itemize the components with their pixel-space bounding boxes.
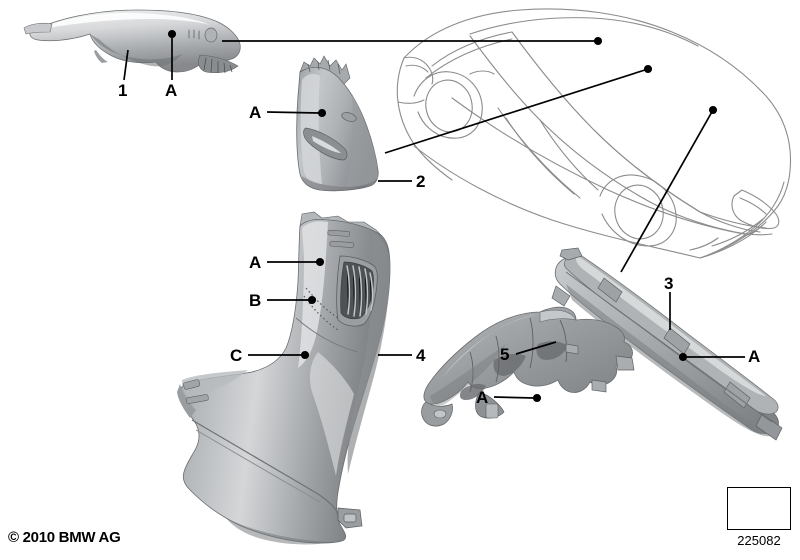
vehicle-outline-illustration (396, 8, 792, 259)
callout-label-a-part3: A (748, 347, 761, 366)
part-4-b-pillar-trim (177, 211, 391, 545)
callout-dot-a2 (317, 108, 327, 118)
callout-label-c-part4: C (230, 346, 243, 365)
vehicle-leader-lines (222, 36, 718, 273)
callout-label-a-part1: A (165, 81, 178, 100)
callout-dot-b4 (307, 295, 317, 305)
callout-label-a-part2: A (249, 103, 262, 122)
callout-label-4: 4 (416, 346, 426, 365)
leader-dot-part2 (643, 64, 653, 74)
callout-label-2: 2 (416, 172, 426, 191)
leader-dot-part1 (593, 36, 603, 46)
callout-dot-c4 (300, 350, 310, 360)
diagram-reference-number: 225082 (737, 533, 781, 548)
view-direction-box (727, 487, 791, 530)
callout-line-a2 (266, 111, 320, 114)
part-5-lower-pillar-support (421, 306, 635, 427)
callout-label-3: 3 (664, 274, 674, 293)
part-1-a-pillar-trim (23, 9, 241, 74)
callout-label-1: 1 (118, 81, 128, 100)
callout-label-5: 5 (500, 345, 510, 364)
leader-part2 (384, 68, 649, 154)
callout-label-b-part4: B (249, 291, 262, 310)
part-2-c-pillar-trim (296, 55, 379, 192)
callout-dot-a3 (678, 352, 688, 362)
leader-part3 (620, 109, 714, 273)
callout-line-a5 (493, 396, 535, 399)
callout-dot-a4 (315, 257, 325, 267)
leader-dot-part3 (708, 105, 718, 115)
copyright-notice: © 2010 BMW AG (8, 529, 121, 546)
part-3-roof-rail-trim (551, 247, 783, 441)
callout-leader-lines (123, 29, 745, 403)
callout-line-1 (123, 49, 129, 81)
callout-dot-a5 (532, 393, 542, 403)
callout-label-a-part5: A (476, 388, 489, 407)
callout-line-5 (515, 341, 557, 355)
callout-dot-a1 (167, 29, 177, 39)
callout-label-a-part4: A (249, 253, 262, 272)
